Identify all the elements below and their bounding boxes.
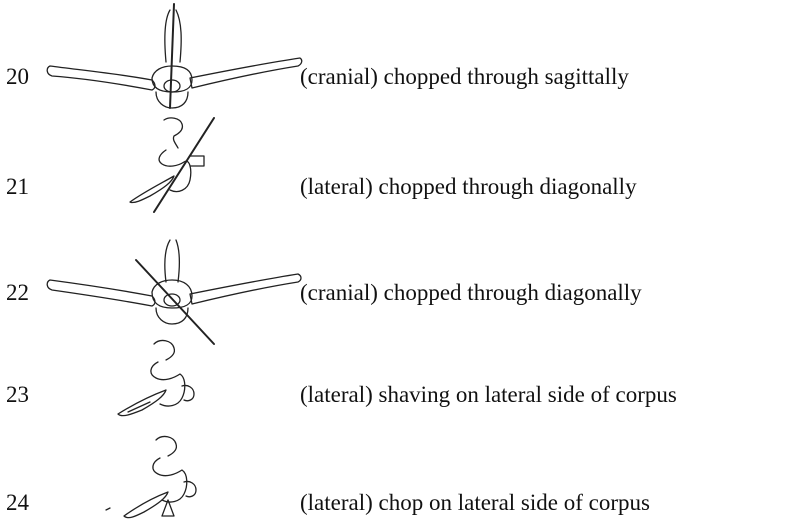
entry-number: 21 (6, 174, 29, 200)
entry-number: 24 (6, 490, 29, 516)
entry-description: (cranial) chopped through diagonally (300, 280, 642, 306)
vertebra-lateral-diagonal-icon (120, 110, 220, 225)
entry-23: 23 (lateral) shaving on lateral side of … (0, 330, 785, 430)
entry-21: 21 (lateral) chopped through diagonally (0, 110, 785, 210)
vertebra-lateral-shaving-icon (110, 330, 220, 430)
entry-number: 20 (6, 64, 29, 90)
entry-number: 23 (6, 382, 29, 408)
entry-description: (lateral) shaving on lateral side of cor… (300, 382, 677, 408)
entry-20: 20 (cranial) chopped through sagittally (0, 0, 785, 100)
entry-24: 24 (lateral) chop on lateral side of cor… (0, 430, 785, 530)
vertebra-lateral-chop-icon (100, 430, 220, 521)
entry-number: 22 (6, 280, 29, 306)
entry-description: (lateral) chop on lateral side of corpus (300, 490, 650, 516)
entry-description: (lateral) chopped through diagonally (300, 174, 637, 200)
entry-description: (cranial) chopped through sagittally (300, 64, 629, 90)
vertebra-cranial-sagittal-icon (40, 0, 305, 110)
entry-22: 22 (cranial) chopped through diagonally (0, 220, 785, 320)
